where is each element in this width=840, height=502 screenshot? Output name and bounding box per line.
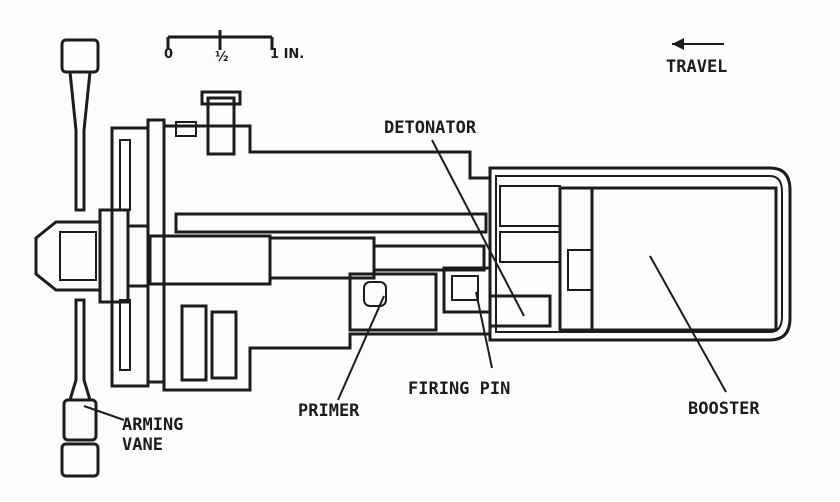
arming-vane-leader bbox=[83, 405, 125, 421]
travel-label: TRAVEL bbox=[666, 57, 727, 77]
detonator-label: DETONATOR bbox=[384, 118, 477, 138]
fuze-body bbox=[148, 90, 492, 392]
primer-leader bbox=[337, 295, 385, 401]
arming-vane bbox=[60, 38, 100, 478]
booster-label: BOOSTER bbox=[688, 399, 760, 419]
booster-leader bbox=[649, 255, 727, 393]
primer-label: PRIMER bbox=[298, 401, 360, 421]
primer-cup bbox=[363, 281, 387, 307]
booster-case bbox=[488, 166, 792, 342]
scale-tick-0: 0 bbox=[164, 47, 173, 62]
firing-pin-label: FIRING PIN bbox=[408, 379, 510, 399]
gear-assembly bbox=[110, 118, 166, 388]
leader-lines bbox=[83, 139, 727, 421]
scale-tick-1in: 1 IN. bbox=[270, 47, 304, 62]
firing-pin-leader bbox=[475, 291, 493, 369]
travel-arrow-head-icon bbox=[672, 38, 684, 50]
scale-bar: 0 ½ 1 IN. bbox=[164, 30, 304, 65]
nose-hub bbox=[34, 208, 150, 304]
detonator-leader bbox=[431, 139, 525, 317]
arming-vane-label-line1: ARMING bbox=[122, 415, 183, 435]
scale-tick-half: ½ bbox=[215, 50, 228, 65]
travel-indicator: TRAVEL bbox=[666, 38, 727, 77]
arming-vane-label-line2: VANE bbox=[122, 435, 163, 455]
